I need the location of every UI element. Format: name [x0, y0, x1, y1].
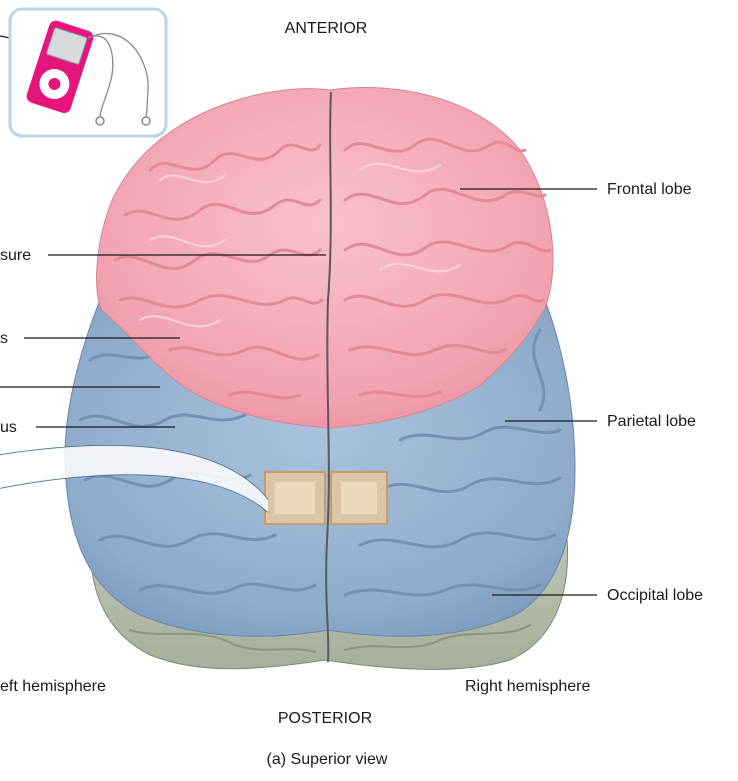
music-player-icon — [10, 9, 166, 136]
fissure-label: sure — [0, 247, 31, 265]
left-hemisphere-label: eft hemisphere — [0, 678, 106, 696]
caption-label: (a) Superior view — [267, 751, 388, 769]
posterior-label: POSTERIOR — [278, 710, 372, 728]
sulcus-label-2: us — [0, 419, 17, 437]
frontal-lobe-label: Frontal lobe — [607, 181, 692, 199]
anterior-label: ANTERIOR — [285, 20, 368, 38]
sulcus-label-1: s — [0, 330, 8, 348]
parietal-lobe-label: Parietal lobe — [607, 413, 696, 431]
right-hemisphere-label: Right hemisphere — [465, 678, 590, 696]
highlight-region — [265, 472, 387, 524]
occipital-lobe-label: Occipital lobe — [607, 587, 703, 605]
